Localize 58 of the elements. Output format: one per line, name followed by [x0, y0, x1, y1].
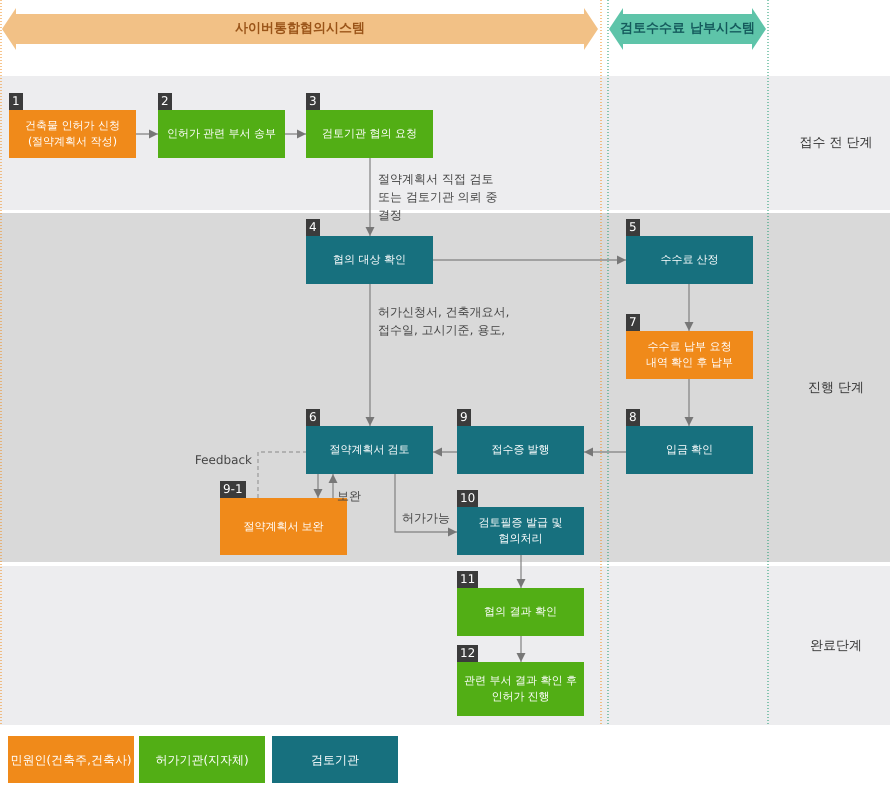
phase-label: 진행 단계: [806, 378, 866, 397]
box-label: 인허가 관련 부서 송부: [166, 126, 276, 142]
edge-label: 허가신청서, 건축개요서, 접수일, 고시기준, 용도,: [378, 304, 510, 339]
arrow: [328, 474, 338, 498]
step-number-badge: 10: [457, 490, 478, 507]
step-number-badge: 8: [626, 409, 640, 426]
arrow: [516, 555, 526, 588]
step-number-badge: 6: [306, 409, 320, 426]
arrow: [433, 448, 457, 456]
box-label: 협의 결과 확인: [484, 604, 557, 620]
arrow: [433, 256, 626, 264]
box-label: 입금 확인: [666, 442, 714, 458]
legend-label: 민원인(건축주,건축사): [10, 752, 132, 768]
arrow: [366, 158, 374, 236]
step-number-badge: 1: [9, 93, 23, 110]
banner-title: 검토수수료 납부시스템: [620, 20, 755, 38]
step-number-badge: 2: [158, 93, 172, 110]
step-number-badge: 3: [306, 93, 320, 110]
arrow: [366, 284, 374, 426]
legend-label: 허가기관(지자체): [155, 752, 249, 768]
dashed-connector: [257, 451, 306, 498]
arrow: [136, 130, 158, 138]
double-arrow-banner: [2, 8, 598, 50]
edge-label: 허가가능: [402, 510, 451, 527]
phase-band: [0, 76, 890, 210]
box-label: 검토필증 발급 및 협의처리: [478, 515, 564, 547]
banner-title: 사이버통합협의시스템: [235, 20, 365, 38]
step-number-badge: 9-1: [220, 481, 246, 498]
edge-label: 절약계획서 직접 검토 또는 검토기관 의뢰 중 결정: [378, 171, 498, 224]
box-label: 접수증 발행: [491, 442, 550, 458]
box-label: 검토기관 협의 요청: [322, 126, 417, 142]
step-number-badge: 4: [306, 219, 320, 236]
step-number-badge: 11: [457, 571, 478, 588]
step-number-badge: 12: [457, 645, 478, 662]
edge-label: 보완: [337, 488, 362, 505]
arrow: [684, 379, 694, 426]
edge-label: Feedback: [194, 452, 252, 469]
arrow: [285, 130, 306, 138]
box-label: 협의 대상 확인: [333, 252, 406, 268]
box-label: 관련 부서 결과 확인 후 인허가 진행: [463, 673, 578, 705]
arrow: [684, 284, 694, 331]
box-label: 건축물 인허가 신청 (절약계획서 작성): [24, 118, 121, 150]
box-label: 절약계획서 검토: [329, 442, 410, 458]
step-number-badge: 7: [626, 314, 640, 331]
box-label: 수수료 산정: [660, 252, 719, 268]
double-arrow-banner: [609, 8, 766, 50]
phase-label: 완료단계: [809, 636, 863, 655]
arrow: [314, 474, 322, 498]
step-number-badge: 5: [626, 219, 640, 236]
arrow: [584, 448, 626, 456]
phase-label: 접수 전 단계: [798, 134, 874, 152]
box-label: 절약계획서 보완: [243, 518, 324, 534]
step-number-badge: 9: [457, 409, 471, 426]
box-label: 수수료 납부 요청 내역 확인 후 납부: [644, 339, 734, 371]
phase-band: [0, 566, 890, 725]
arrow: [394, 474, 457, 536]
legend-label: 검토기관: [311, 752, 359, 768]
arrow: [516, 636, 526, 662]
